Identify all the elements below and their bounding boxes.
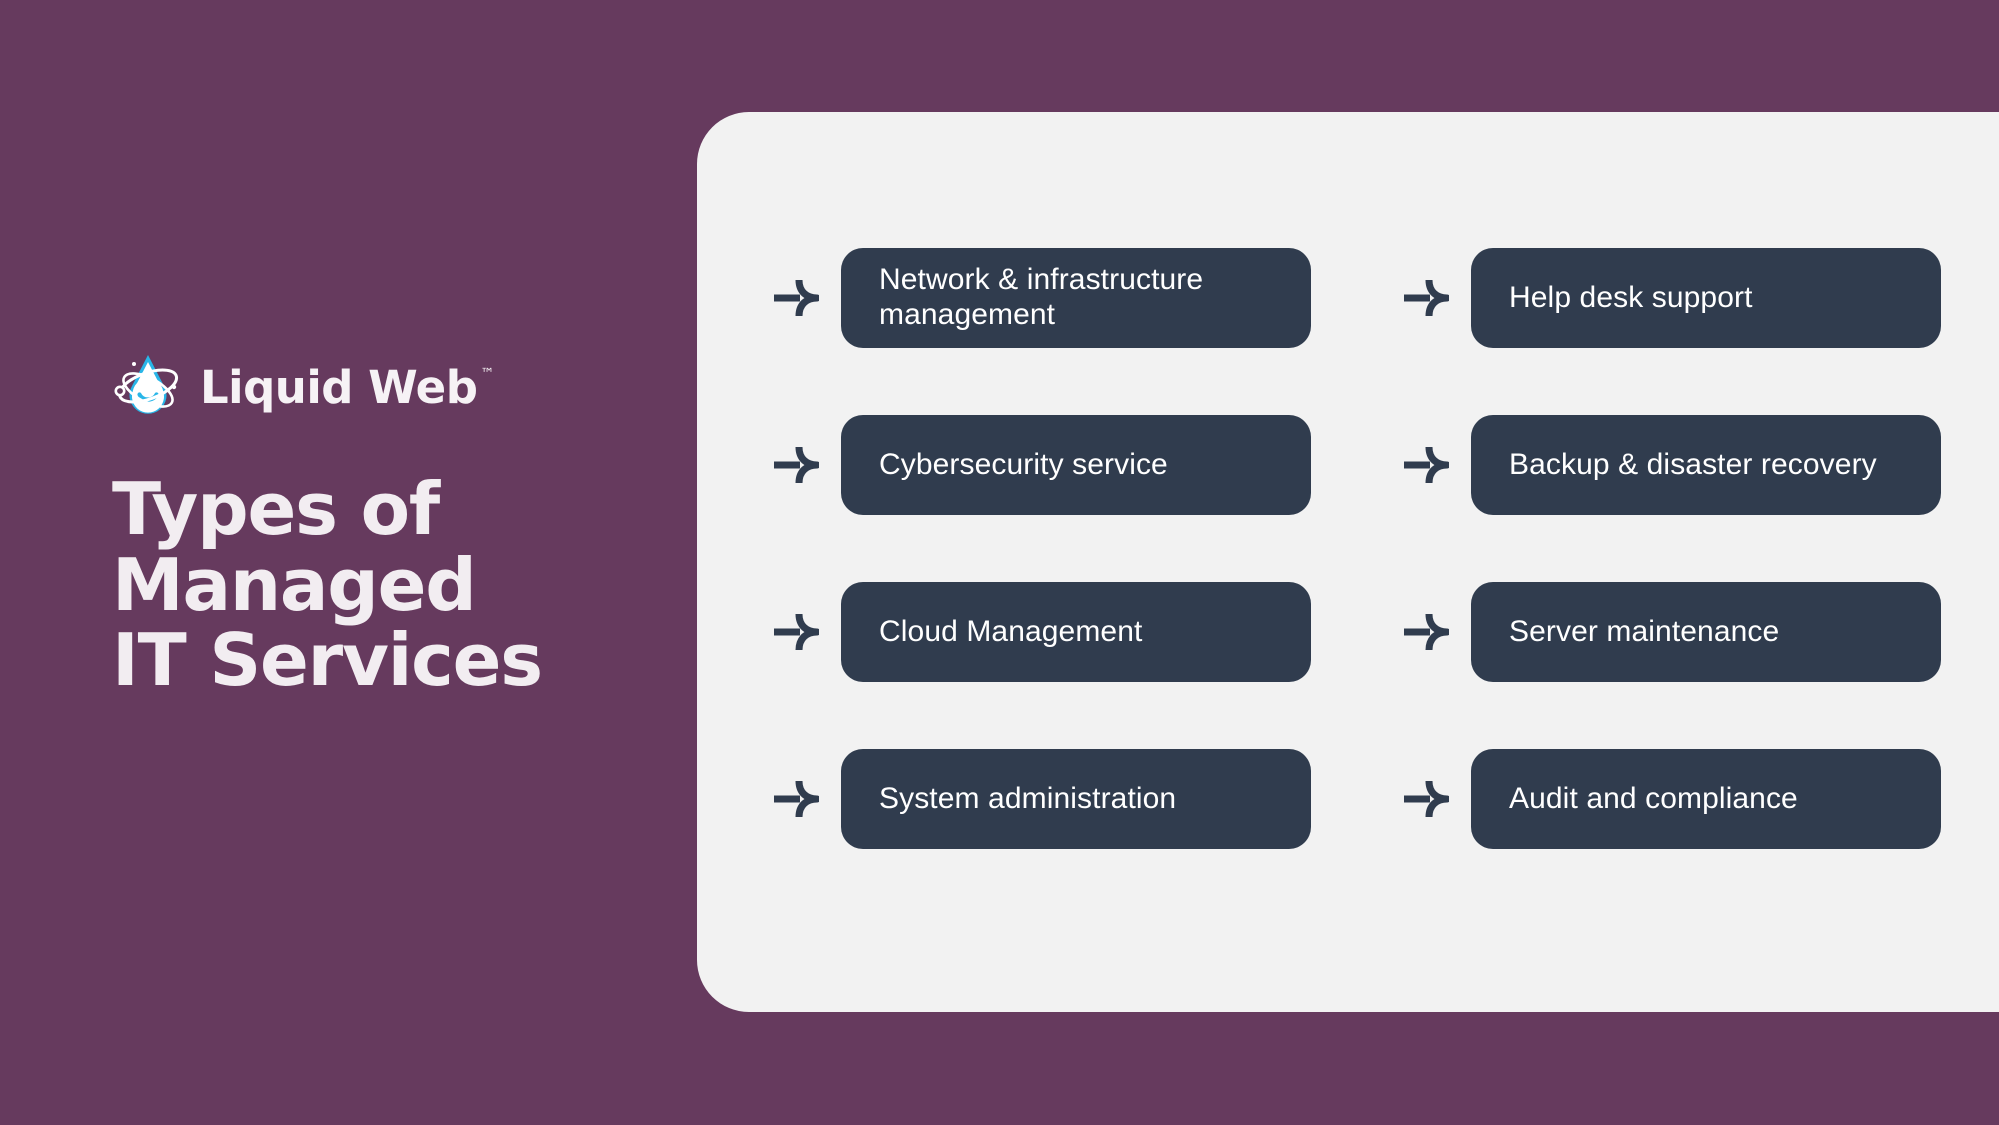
page-title: Types of Managed IT Services [112,467,543,703]
service-label: Server maintenance [1509,614,1780,648]
service-card[interactable]: Backup & disaster recovery [1471,415,1941,515]
services-panel: Network & infrastructure management Help… [697,112,1999,1012]
left-column: Liquid Web ™ Types of Managed IT Service… [112,350,652,747]
service-label: Audit and compliance [1509,781,1798,815]
service-label: Network & infrastructure management [879,263,1204,331]
curved-arrow-right-icon [774,279,819,317]
curved-arrow-right-icon [1404,780,1449,818]
service-label: Cloud Management [879,614,1143,648]
service-item-help-desk-support[interactable]: Help desk support [1403,248,1941,348]
service-item-backup-disaster-recovery[interactable]: Backup & disaster recovery [1403,415,1941,515]
service-item-cloud-management[interactable]: Cloud Management [773,582,1311,682]
curved-arrow-right-icon [774,780,819,818]
curved-arrow-right-icon [1404,279,1449,317]
service-item-system-administration[interactable]: System administration [773,749,1311,849]
service-label: System administration [879,781,1177,815]
service-label: Backup & disaster recovery [1509,447,1877,481]
service-card[interactable]: System administration [841,749,1311,849]
brand-name: Liquid Web [200,360,478,414]
service-card[interactable]: Cybersecurity service [841,415,1311,515]
curved-arrow-right-icon [1404,613,1449,651]
trademark-symbol: ™ [480,365,495,382]
service-item-network-infrastructure-management[interactable]: Network & infrastructure management [773,248,1311,348]
service-card[interactable]: Server maintenance [1471,582,1941,682]
service-item-cybersecurity-service[interactable]: Cybersecurity service [773,415,1311,515]
curved-arrow-right-icon [774,446,819,484]
curved-arrow-right-icon [1404,446,1449,484]
liquid-web-droplet-logo-icon [114,355,179,414]
brand-wordmark: Liquid Web ™ [200,365,494,410]
service-label: Help desk support [1509,280,1753,314]
service-item-audit-and-compliance[interactable]: Audit and compliance [1403,749,1941,849]
curved-arrow-right-icon [774,613,819,651]
service-card[interactable]: Help desk support [1471,248,1941,348]
services-grid: Network & infrastructure management Help… [773,248,1941,849]
service-label: Cybersecurity service [879,447,1168,481]
service-card[interactable]: Network & infrastructure management [841,248,1311,348]
brand-lockup: Liquid Web ™ [112,350,652,424]
service-card[interactable]: Cloud Management [841,582,1311,682]
service-item-server-maintenance[interactable]: Server maintenance [1403,582,1941,682]
service-card[interactable]: Audit and compliance [1471,749,1941,849]
